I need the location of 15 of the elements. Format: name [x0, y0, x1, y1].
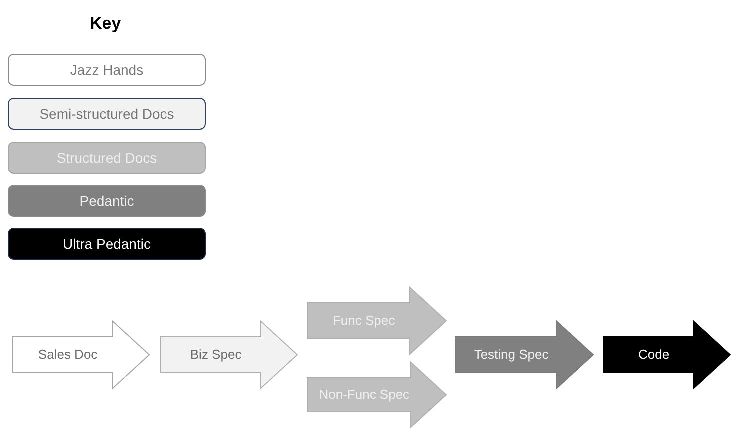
process-step-shape	[455, 321, 594, 389]
process-step-shape	[307, 287, 447, 355]
legend-text: Ultra Pedantic	[63, 236, 151, 252]
process-step-shape	[12, 321, 150, 389]
process-step-shape	[603, 321, 731, 389]
arrow-label: Testing Spec	[473, 347, 550, 363]
legend-text: Semi-structured Docs	[40, 106, 174, 122]
arrow-label: Code	[638, 347, 671, 363]
arrow-label: Biz Spec	[189, 347, 243, 363]
arrow-label: Sales Doc	[37, 347, 99, 363]
legend-text: Jazz Hands	[70, 62, 144, 78]
legend-heading: Key	[90, 14, 122, 34]
process-step-shape	[160, 321, 298, 389]
legend-text: Pedantic	[80, 193, 134, 209]
process-step-shape	[307, 362, 447, 428]
